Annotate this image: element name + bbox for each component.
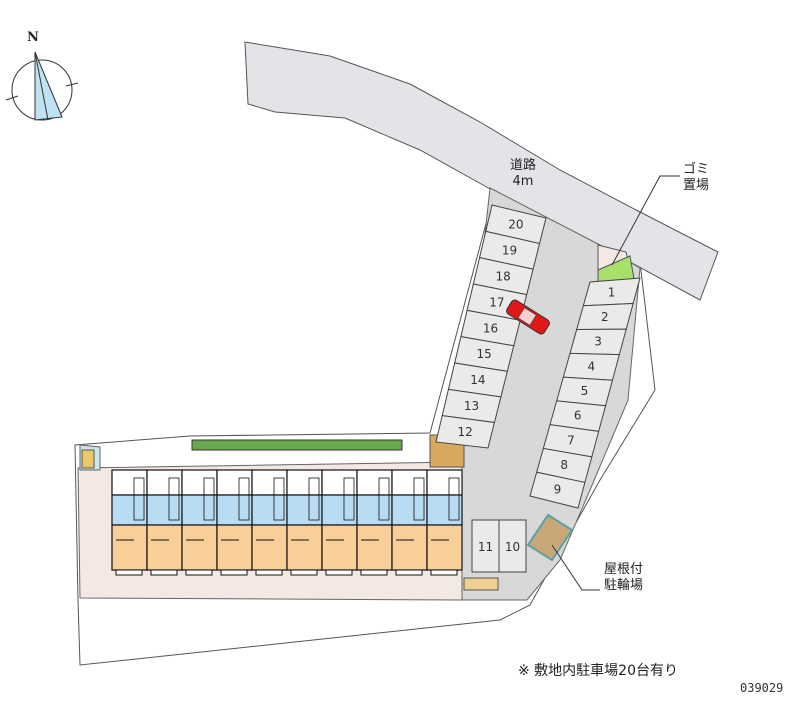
- parking-stall: [435, 415, 496, 449]
- apartment-unit: [111, 469, 148, 576]
- garbage-label: ゴミ 置場: [683, 162, 709, 194]
- parking-stall: [529, 471, 586, 509]
- parking-note: ※ 敷地内駐車場20台有り: [518, 663, 678, 679]
- garbage-label-2: 置場: [683, 178, 710, 193]
- apartment-unit: [216, 469, 253, 576]
- apartment-unit: [426, 469, 463, 576]
- stall-number: 15: [477, 347, 492, 361]
- garbage-label-1: ゴミ: [683, 162, 710, 177]
- stall-number: 3: [594, 335, 602, 349]
- apartment-unit: [146, 469, 183, 576]
- stall-number: 10: [505, 540, 520, 554]
- stall-number: 14: [470, 373, 485, 387]
- stall-number: 19: [502, 243, 517, 257]
- apartment-unit: [391, 469, 428, 576]
- apartment-unit: [321, 469, 358, 576]
- stall-number: 12: [458, 425, 473, 439]
- property-code: 039029: [740, 681, 784, 695]
- parking-stall: [471, 519, 500, 573]
- bicycle-label-1: 屋根付: [604, 562, 644, 577]
- bicycle-label-2: 駐輪場: [604, 578, 644, 593]
- apartment-unit: [286, 469, 323, 576]
- road-label: 道路 4m: [510, 158, 536, 190]
- parking-stall: [498, 519, 527, 573]
- fence-left: [81, 449, 95, 469]
- stall-number: 16: [483, 321, 498, 335]
- stall-number: 18: [496, 269, 511, 283]
- stall-number: 17: [489, 295, 504, 309]
- stall-number: 7: [567, 433, 575, 447]
- apartment-unit: [251, 469, 288, 576]
- stall-number: 13: [464, 399, 479, 413]
- bicycle-shelter: [526, 513, 574, 562]
- road-width: 4m: [512, 174, 534, 189]
- stall-number: 2: [601, 310, 609, 324]
- stall-number: 6: [574, 409, 582, 423]
- bicycle-label: 屋根付 駐輪場: [604, 562, 643, 594]
- stall-number: 4: [587, 359, 595, 373]
- north-label: N: [27, 30, 39, 45]
- stall-number: 8: [560, 458, 568, 472]
- road-name: 道路: [510, 158, 537, 173]
- apartment-unit: [356, 469, 393, 576]
- car-icon: [506, 299, 550, 335]
- apartment-unit: [181, 469, 218, 576]
- stall-number: 9: [554, 483, 562, 497]
- hedge: [191, 439, 403, 451]
- stall-number: 5: [581, 384, 589, 398]
- compass-icon: [5, 51, 79, 121]
- stall-number: 1: [608, 285, 616, 299]
- stall-number: 11: [478, 540, 493, 554]
- road: [244, 41, 719, 301]
- bike-rack: [463, 577, 499, 591]
- stall-number: 20: [508, 217, 523, 231]
